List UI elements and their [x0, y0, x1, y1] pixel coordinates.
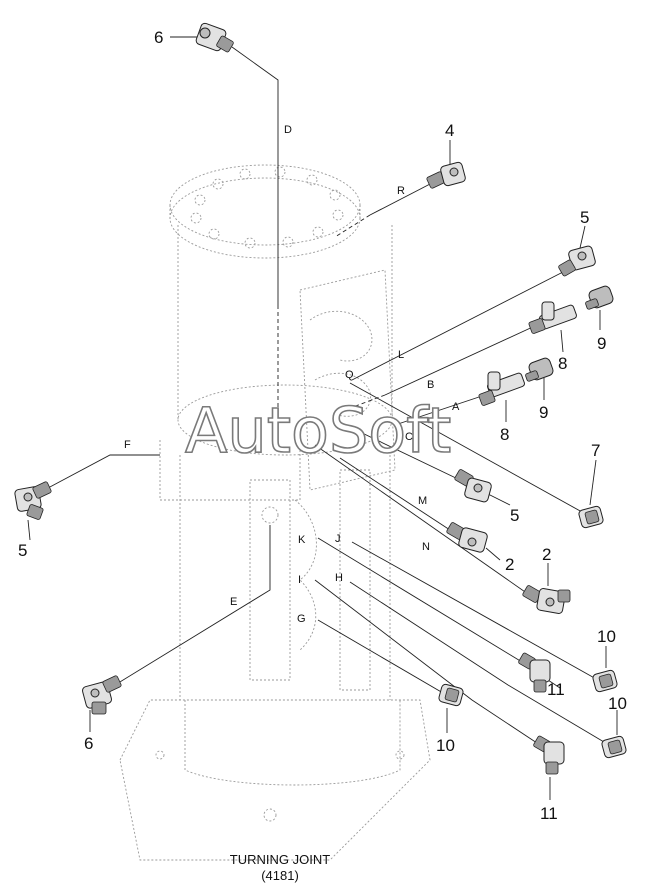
fitting-4	[426, 161, 466, 189]
part-number-10: 10	[597, 627, 616, 646]
line-label-i: I	[298, 574, 301, 586]
fitting-11-lower	[533, 735, 565, 775]
line-letter-labels: D R L Q B A C F M N K J I H G E	[124, 124, 460, 625]
line-label-f: F	[124, 439, 131, 451]
part-number-2: 2	[505, 555, 514, 574]
line-label-h: H	[335, 572, 343, 584]
part-number-6: 6	[154, 28, 163, 47]
fitting-9-top	[585, 285, 614, 310]
fitting-5-top	[558, 245, 596, 277]
part-number-11: 11	[547, 680, 565, 699]
fitting-6-top	[195, 22, 234, 53]
part-number-5: 5	[18, 541, 27, 560]
part-number-10: 10	[608, 694, 627, 713]
fitting-10-upper	[592, 669, 618, 693]
fitting-5-middle	[454, 469, 492, 503]
fitting-2-lower	[522, 585, 571, 614]
tee-8-lower	[478, 371, 525, 406]
line-label-q: Q	[345, 369, 354, 381]
part-number-9: 9	[597, 334, 606, 353]
caption-title: TURNING JOINT	[230, 852, 330, 867]
line-label-d: D	[284, 124, 292, 136]
watermark-text: AutoSoft	[185, 394, 451, 467]
tee-8-upper	[528, 301, 577, 334]
part-number-5: 5	[580, 208, 589, 227]
line-label-m: M	[418, 495, 427, 507]
part-number-11: 11	[540, 804, 558, 823]
fitting-6-lower	[81, 675, 122, 715]
line-label-c: C	[405, 431, 413, 443]
fitting-2-upper	[446, 522, 488, 553]
fitting-10-lower	[601, 735, 627, 759]
caption-code: (4181)	[261, 868, 299, 883]
line-label-n: N	[422, 541, 430, 553]
line-label-e: E	[230, 596, 237, 608]
fitting-9-lower	[525, 357, 554, 382]
line-label-j: J	[335, 533, 341, 545]
part-number-5: 5	[510, 506, 519, 525]
part-number-6: 6	[84, 734, 93, 753]
line-label-r: R	[397, 185, 405, 197]
fitting-5-left	[14, 481, 52, 520]
line-label-l: L	[398, 349, 404, 361]
fitting-11-upper	[518, 652, 551, 693]
fitting-7	[578, 505, 604, 529]
part-number-labels: 6 4 5 9 8 9 8 7 5 5 2 2 10 11 10 6 10 11	[18, 28, 627, 823]
part-number-10: 10	[436, 736, 455, 755]
part-number-7: 7	[591, 441, 600, 460]
line-label-a: A	[452, 401, 460, 413]
line-label-g: G	[297, 613, 306, 625]
turning-joint-body-outline	[119, 164, 431, 861]
part-number-9: 9	[539, 403, 548, 422]
fitting-10-middle	[438, 683, 464, 707]
line-label-k: K	[298, 534, 306, 546]
part-number-8: 8	[558, 354, 567, 373]
part-number-8: 8	[500, 425, 509, 444]
part-number-2: 2	[542, 545, 551, 564]
line-label-b: B	[427, 379, 434, 391]
part-number-4: 4	[445, 121, 454, 140]
leader-lines	[27, 36, 618, 800]
